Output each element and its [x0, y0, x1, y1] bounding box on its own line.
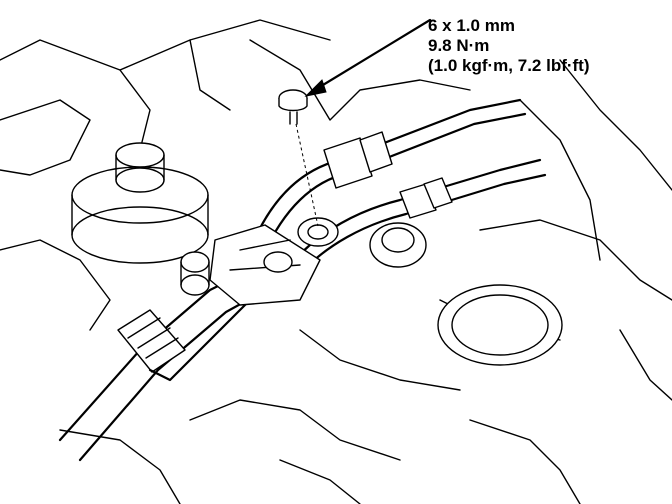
housing-cylinder-left	[71, 142, 209, 264]
cable-end-pin	[180, 251, 210, 296]
engine-housing	[0, 19, 672, 504]
pipe-fitting-lower	[399, 177, 453, 219]
torque-nm-label: 9.8 N·m	[428, 36, 490, 55]
bolt-alignment-line	[295, 123, 319, 227]
callout-arrow	[304, 18, 432, 97]
housing-cylinder-right	[369, 222, 563, 366]
torque-alt-units-label: (1.0 kgf·m, 7.2 lbf·ft)	[428, 56, 590, 75]
torque-spec-callout: 6 x 1.0 mm 9.8 N·m (1.0 kgf·m, 7.2 lbf·f…	[428, 16, 590, 76]
mounting-bolt	[278, 89, 308, 125]
bolt-size-label: 6 x 1.0 mm	[428, 16, 515, 35]
bracket-bolt-boss	[263, 217, 339, 273]
pipe-fitting-upper	[323, 131, 393, 189]
